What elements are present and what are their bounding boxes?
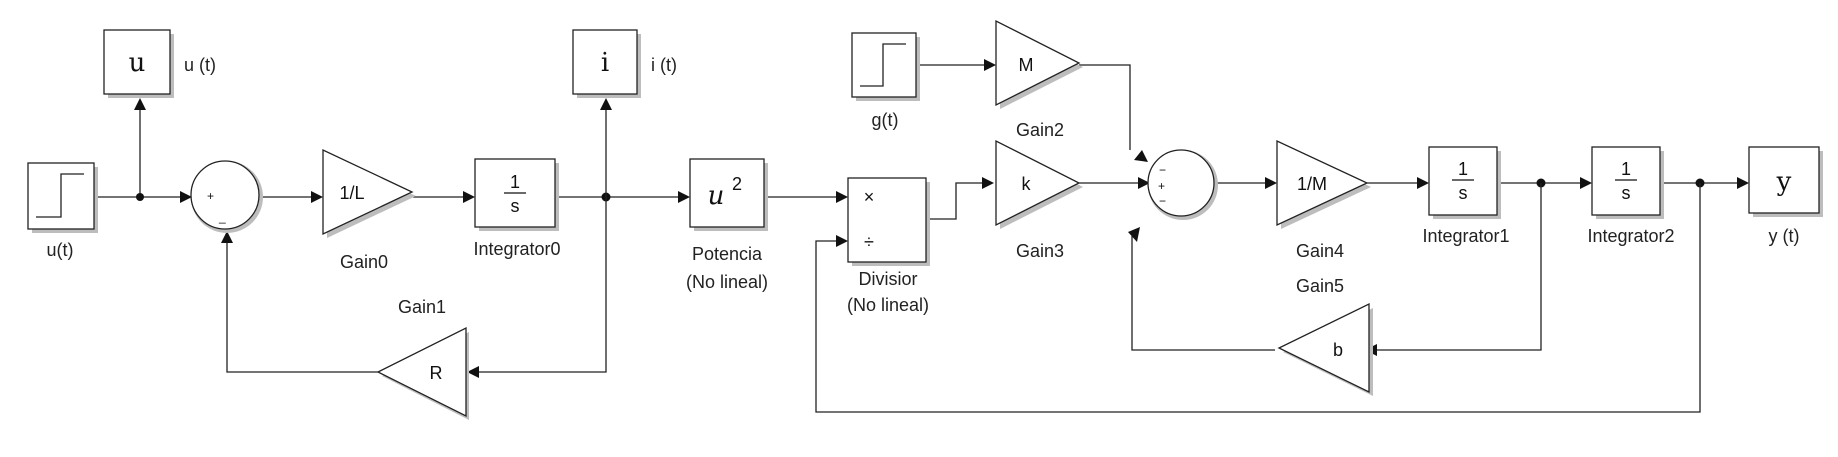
gain3-label: Gain3 xyxy=(1016,241,1064,261)
gain-block-3[interactable]: k xyxy=(995,139,1083,229)
integrator0-den: s xyxy=(511,196,520,216)
power-label-2: (No lineal) xyxy=(686,272,768,292)
gain-block-5[interactable]: b xyxy=(1277,302,1373,396)
integrator1-num: 1 xyxy=(1458,159,1468,179)
divide-block[interactable]: × ÷ xyxy=(847,177,930,266)
gain4-value: 1/M xyxy=(1297,174,1327,194)
power-exponent: 2 xyxy=(732,174,742,194)
step-block-u[interactable] xyxy=(27,162,98,233)
display-y-label: y (t) xyxy=(1769,226,1800,246)
integrator2-label: Integrator2 xyxy=(1587,226,1674,246)
display-i-symbol: i xyxy=(601,48,609,78)
display-i-label: i (t) xyxy=(651,55,677,75)
step-block-g[interactable] xyxy=(851,32,920,101)
sum1-minus: _ xyxy=(218,210,226,224)
gain1-label: Gain1 xyxy=(398,297,446,317)
divide-label-2: (No lineal) xyxy=(847,295,929,315)
display-u-symbol: u xyxy=(129,48,146,78)
integrator1-den: s xyxy=(1459,183,1468,203)
gain0-value: 1/L xyxy=(339,183,364,203)
gain-block-2[interactable]: M xyxy=(995,19,1083,109)
step-g-label: g(t) xyxy=(872,110,899,130)
display-y-symbol: y xyxy=(1776,167,1792,197)
power-base: u xyxy=(708,181,725,211)
integrator2-den: s xyxy=(1622,183,1631,203)
sum2-sign-top: − xyxy=(1159,163,1166,177)
power-block[interactable]: u 2 xyxy=(689,158,768,231)
divide-divide-sign: ÷ xyxy=(864,232,874,252)
sum-block-2[interactable]: − + − xyxy=(1147,149,1218,220)
gain4-label: Gain4 xyxy=(1296,241,1344,261)
display-block-y[interactable]: y xyxy=(1748,146,1823,217)
integrator0-num: 1 xyxy=(510,172,520,192)
sum2-sign-bot: − xyxy=(1159,194,1166,208)
gain3-value: k xyxy=(1022,174,1032,194)
gain-block-1[interactable]: R xyxy=(376,326,469,420)
sum2-sign-mid: + xyxy=(1158,179,1165,193)
sum1-plus: + xyxy=(207,189,214,203)
display-block-u[interactable]: u xyxy=(103,29,174,98)
gain2-label: Gain2 xyxy=(1016,120,1064,140)
step-u-label: u(t) xyxy=(47,240,74,260)
gain5-value: b xyxy=(1333,340,1343,360)
gain0-label: Gain0 xyxy=(340,252,388,272)
integrator2-num: 1 xyxy=(1621,159,1631,179)
gain-block-0[interactable]: 1/L xyxy=(322,148,416,238)
display-u-label: u (t) xyxy=(184,55,216,75)
display-block-i[interactable]: i xyxy=(572,29,641,98)
integrator0-label: Integrator0 xyxy=(473,239,560,259)
divide-label-1: Divisior xyxy=(858,269,917,289)
integrator-block-0[interactable]: 1 s xyxy=(474,158,559,231)
gain2-value: M xyxy=(1019,55,1034,75)
integrator-block-1[interactable]: 1 s xyxy=(1428,146,1501,219)
divide-multiply-sign: × xyxy=(864,187,875,207)
power-label-1: Potencia xyxy=(692,244,763,264)
gain5-label: Gain5 xyxy=(1296,276,1344,296)
gain1-value: R xyxy=(430,363,443,383)
integrator1-label: Integrator1 xyxy=(1422,226,1509,246)
integrator-block-2[interactable]: 1 s xyxy=(1591,146,1664,219)
gain-block-4[interactable]: 1/M xyxy=(1276,139,1371,229)
sum-block-1[interactable]: + _ xyxy=(190,160,263,233)
signal-lines xyxy=(96,59,1749,413)
